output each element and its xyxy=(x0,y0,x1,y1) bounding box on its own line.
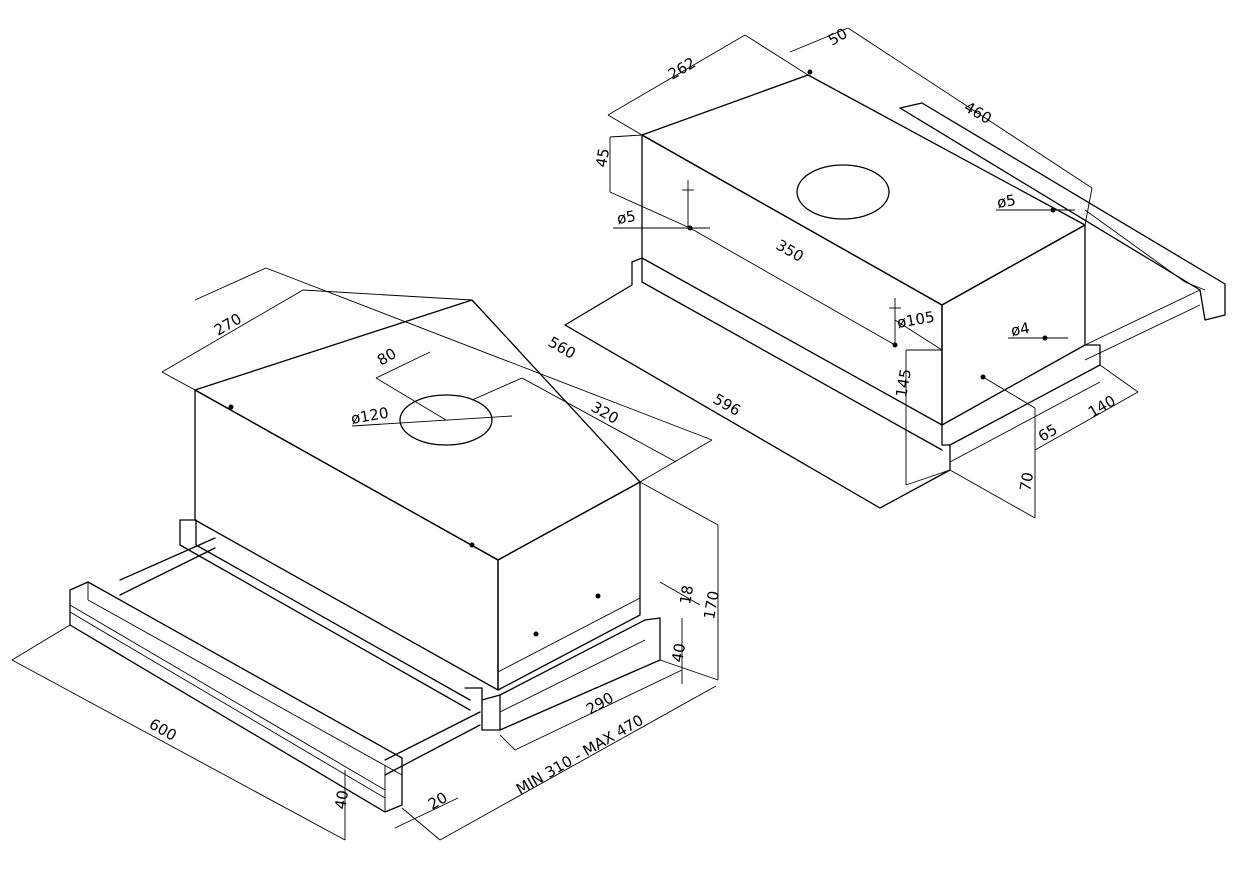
duct-opening xyxy=(399,394,493,446)
dim-65: 65 xyxy=(1035,420,1061,445)
dim-40-front: 40 xyxy=(331,789,352,811)
dim-80: 80 xyxy=(374,344,400,369)
dim-hole-105: ø105 xyxy=(896,308,936,332)
dim-140: 140 xyxy=(1085,392,1119,422)
dim-hole-right: ø5 xyxy=(996,191,1018,212)
dim-600: 600 xyxy=(146,715,180,745)
dim-45: 45 xyxy=(592,147,613,169)
hood-body-right xyxy=(497,481,641,691)
dim-350: 350 xyxy=(773,236,807,266)
hood-body-top xyxy=(194,299,641,561)
dim-travel: MIN 310 - MAX 470 xyxy=(513,711,647,798)
front-view: 270 560 80 320 ø120 170 18 40 290 xyxy=(11,267,723,841)
back-hole xyxy=(796,164,890,220)
dim-596: 596 xyxy=(710,390,744,420)
dim-170: 170 xyxy=(700,589,723,620)
dim-290: 290 xyxy=(583,689,617,719)
dim-270: 270 xyxy=(211,310,245,340)
dim-560: 560 xyxy=(545,333,579,363)
hood-body-left xyxy=(194,389,499,691)
dim-145: 145 xyxy=(892,367,915,398)
dim-hole-left: ø5 xyxy=(616,207,638,228)
front-handle-bar xyxy=(69,581,403,813)
dim-18: 18 xyxy=(676,584,697,606)
dim-70: 70 xyxy=(1016,471,1037,493)
dim-460: 460 xyxy=(961,98,995,128)
dim-20: 20 xyxy=(425,788,451,813)
back-view: 262 50 460 45 ø5 ø5 350 ø105 ø4 xyxy=(564,24,1226,519)
dim-hole-4: ø4 xyxy=(1010,319,1032,340)
dim-40-right: 40 xyxy=(668,642,689,664)
back-body-top xyxy=(641,74,1086,306)
